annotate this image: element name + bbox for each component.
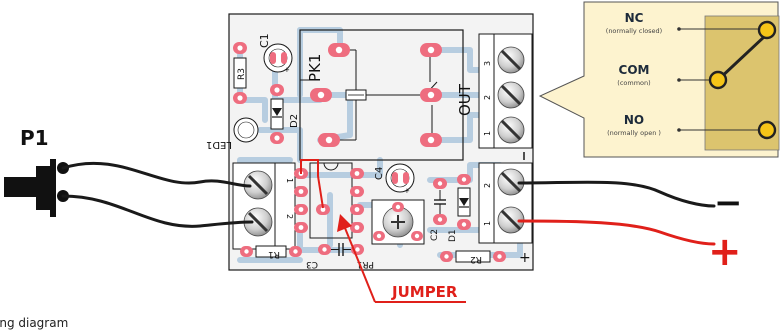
capacitor-c1: + bbox=[263, 43, 293, 74]
ic-pads bbox=[294, 168, 364, 233]
callout-nc-subtitle: (normally closed) bbox=[606, 27, 662, 35]
trimmer-pr1 bbox=[371, 199, 425, 245]
callout-no-subtitle: (normally open ) bbox=[607, 129, 661, 137]
label-c4: C4 bbox=[374, 167, 385, 180]
nc-contact-icon bbox=[757, 20, 777, 40]
capacitor-c3 bbox=[318, 243, 364, 256]
label-c1: C1 bbox=[258, 33, 271, 48]
label-c3: C3 bbox=[306, 259, 318, 269]
callout-nc-title: NC bbox=[625, 11, 644, 25]
p1-wires bbox=[61, 161, 254, 228]
callout-no-title: NO bbox=[624, 113, 644, 127]
capacitor-c4: + bbox=[385, 163, 415, 195]
pwr-term-pin2: 2 bbox=[483, 183, 492, 188]
no-contact-icon bbox=[757, 120, 777, 140]
pwr-term-pin1: 1 bbox=[483, 221, 492, 226]
jumper-pointer bbox=[337, 214, 466, 303]
left-term-pin1: 1 bbox=[285, 178, 294, 183]
resistor-r3 bbox=[233, 42, 247, 104]
figure-caption: ing diagram bbox=[0, 316, 69, 330]
out-term-pin3: 3 bbox=[483, 61, 492, 66]
jumper-wire bbox=[300, 159, 324, 209]
pcb-plus-mark: + bbox=[519, 250, 531, 266]
com-contact-icon bbox=[708, 70, 728, 90]
resistor-r1 bbox=[240, 245, 302, 258]
ic-socket bbox=[309, 162, 353, 239]
terminal-block-power bbox=[478, 162, 533, 244]
relay-callout bbox=[538, 1, 780, 158]
power-wires bbox=[517, 180, 716, 246]
svg-text:+: + bbox=[284, 66, 290, 74]
diode-d2 bbox=[270, 84, 284, 144]
diode-d1 bbox=[457, 174, 471, 230]
callout-com-subtitle: (common) bbox=[617, 79, 650, 87]
minus-symbol: − bbox=[714, 183, 743, 223]
out-term-pin2: 2 bbox=[483, 95, 492, 100]
resistor-r2 bbox=[440, 250, 506, 263]
terminal-block-left bbox=[232, 162, 296, 250]
label-r1: R1 bbox=[268, 249, 280, 259]
label-pr1: PR1 bbox=[357, 259, 374, 269]
label-p1: P1 bbox=[20, 126, 49, 150]
out-term-pin1: 1 bbox=[483, 131, 492, 136]
capacitor-c2 bbox=[433, 178, 447, 225]
led1 bbox=[233, 117, 259, 143]
terminal-block-out bbox=[478, 33, 533, 149]
left-term-pin2: 2 bbox=[285, 214, 294, 219]
svg-text:+: + bbox=[404, 187, 410, 195]
plus-symbol: + bbox=[708, 229, 742, 275]
label-c2: C2 bbox=[430, 229, 440, 241]
label-d1: D1 bbox=[448, 229, 458, 242]
callout-com-title: COM bbox=[619, 63, 650, 77]
label-pk1: PK1 bbox=[306, 54, 324, 82]
label-d2: D2 bbox=[289, 114, 300, 128]
label-r2: R2 bbox=[470, 254, 482, 264]
push-button-p1 bbox=[4, 159, 69, 217]
label-jumper: JUMPER bbox=[391, 283, 458, 301]
label-r3: R3 bbox=[237, 68, 247, 80]
label-led1: LED1 bbox=[206, 139, 232, 150]
relay-pads bbox=[310, 43, 442, 147]
label-out: OUT bbox=[456, 83, 474, 116]
